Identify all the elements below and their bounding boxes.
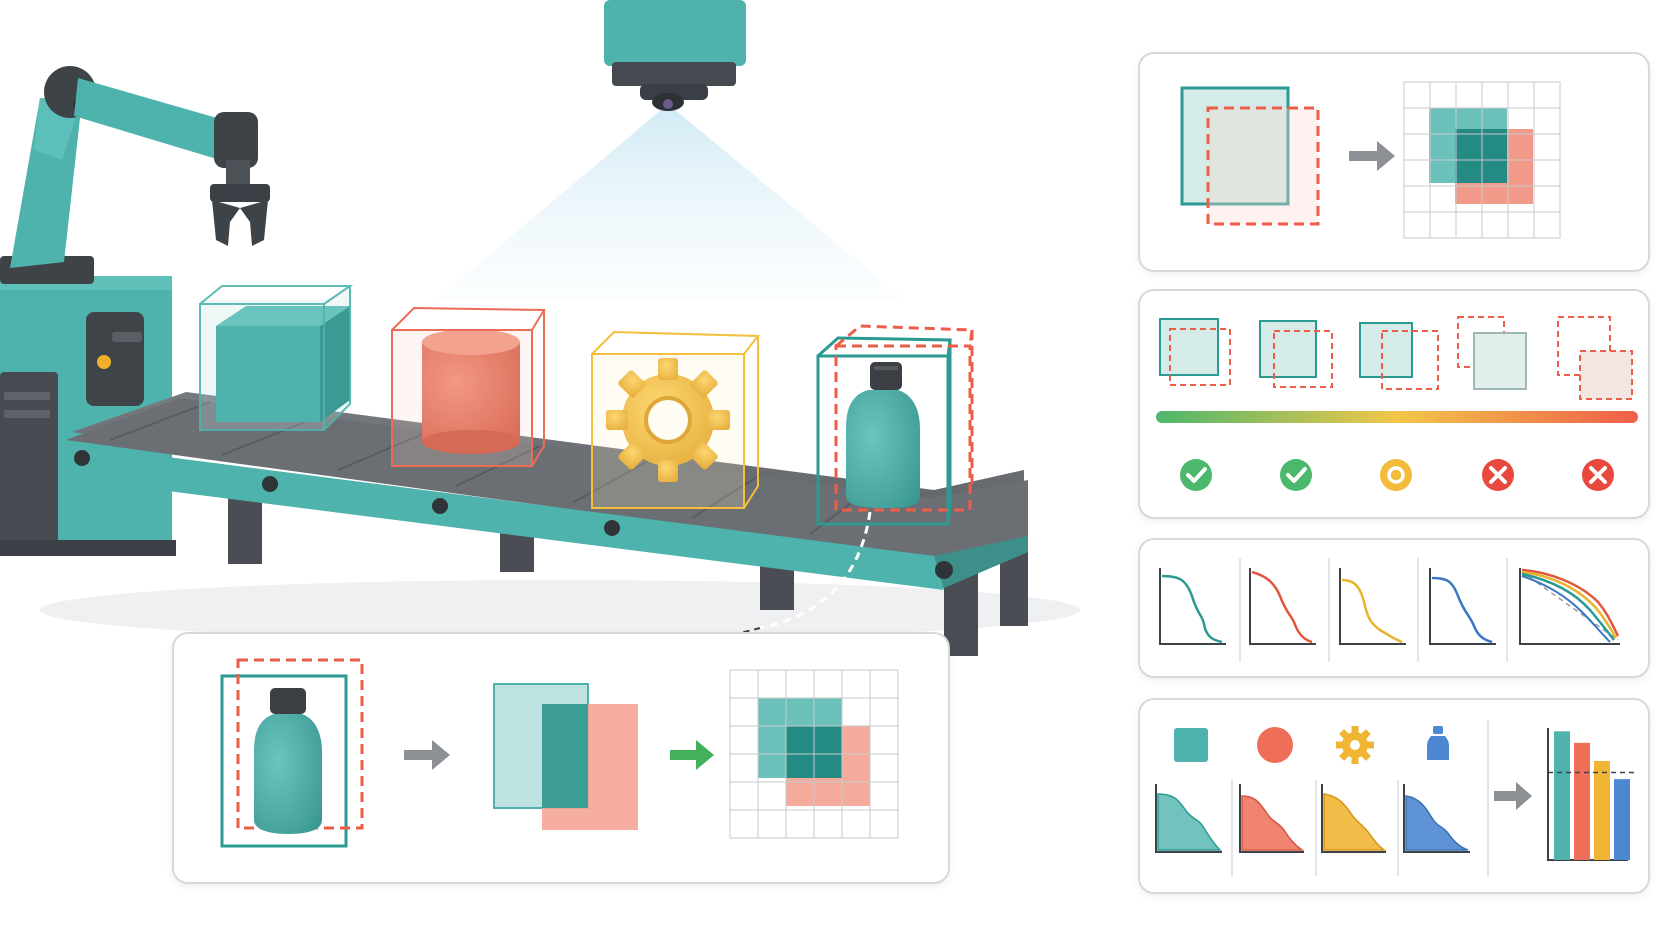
overlapping-boxes-illustration: [1180, 86, 1320, 226]
pr-curve-panel: [1159, 568, 1226, 645]
pr-curve-panel: [1339, 568, 1406, 645]
class-ap-area: [1155, 784, 1222, 853]
cylinder-object: [422, 329, 520, 454]
bottle-object: [846, 362, 920, 508]
pr-curve-panel: [1429, 568, 1496, 645]
iou-threshold-card: [1138, 289, 1650, 519]
cube-icon: [1174, 728, 1208, 762]
pr-curve-panel: [1249, 568, 1316, 645]
fail-cross-icon: [1482, 459, 1514, 491]
pr-curves-combined-panel: [1519, 568, 1620, 645]
arrow-icon: [1349, 141, 1395, 171]
partial-ring-icon: [1380, 459, 1412, 491]
mean-average-precision-card: [1138, 698, 1650, 894]
box-overlap-illustration: [493, 683, 638, 830]
class-ap-area: [1403, 784, 1470, 853]
camera-lens-icon: [663, 99, 673, 109]
bottle-ground-truth-box: [816, 336, 952, 526]
iou-grid: [729, 669, 899, 839]
gear-bounding-box: [591, 330, 761, 509]
map-bar: [1554, 731, 1570, 860]
fail-cross-icon: [1582, 459, 1614, 491]
iou-overlap-card: [1138, 52, 1650, 272]
iou-grid: [1403, 81, 1561, 239]
detection-pipeline-card: [172, 632, 950, 884]
pass-check-icon: [1180, 459, 1212, 491]
circle-icon: [1257, 727, 1293, 763]
cube-object: [200, 288, 352, 430]
precision-recall-curves-card: [1138, 538, 1650, 678]
cube-bounding-box: [199, 285, 354, 431]
overhead-camera: [604, 0, 746, 111]
threshold-gradient-bar: [1156, 411, 1638, 423]
pipeline-connector: [759, 511, 872, 630]
bottle-predicted-box: [834, 324, 974, 512]
camera-light-beam: [436, 104, 905, 300]
map-bar: [1574, 742, 1590, 860]
gear-object: [606, 358, 730, 482]
conveyor-belt: [66, 392, 1028, 656]
class-ap-area: [1321, 784, 1387, 853]
map-bar: [1594, 761, 1610, 860]
pass-check-icon: [1280, 459, 1312, 491]
class-ap-area: [1239, 784, 1305, 853]
threshold-box-pairs: [1159, 316, 1633, 400]
bottle-icon: [1427, 726, 1449, 760]
bottle-detection-thumbnail: [220, 658, 364, 848]
arrow-icon: [1494, 782, 1532, 810]
map-bar-chart: [1547, 728, 1634, 861]
robot-arm: [0, 66, 270, 284]
gear-icon: [1336, 726, 1374, 764]
cylinder-bounding-box: [391, 306, 546, 467]
arrow-icon: [404, 740, 450, 770]
green-arrow-icon: [670, 740, 714, 770]
map-bar: [1614, 779, 1630, 860]
